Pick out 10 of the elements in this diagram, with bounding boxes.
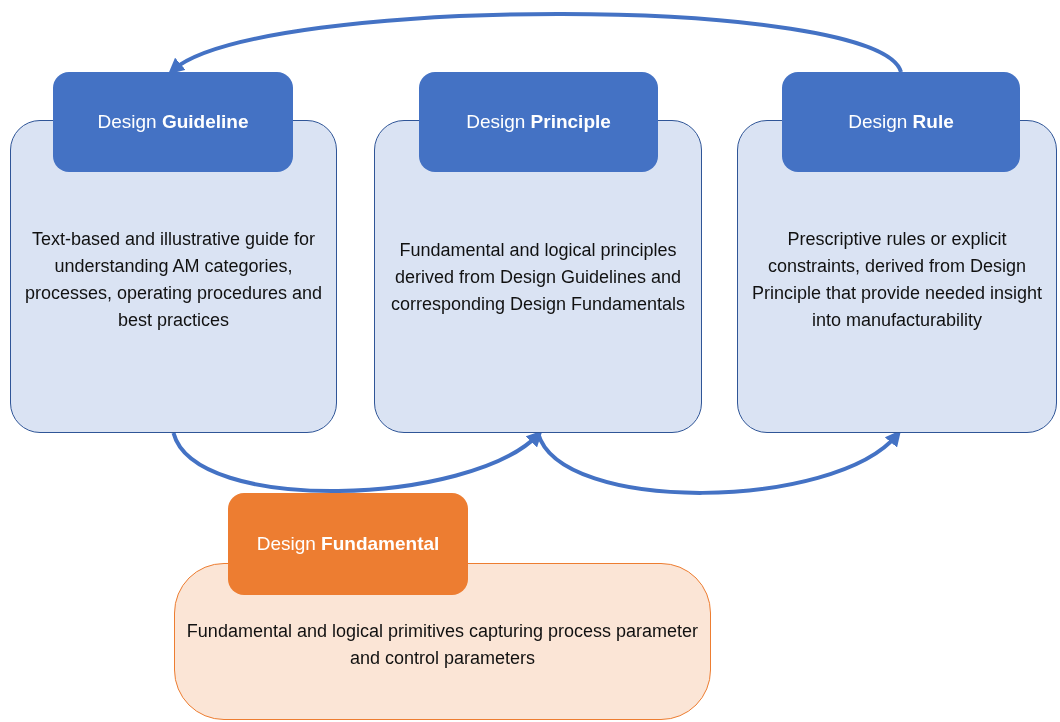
heading-text: Design Principle [466, 111, 611, 133]
heading-text: Design Guideline [97, 111, 249, 133]
curved-arrow [171, 431, 544, 493]
description-text: Fundamental and logical principles derived from Design Guidelines and corresponding Design Fundamentals [389, 238, 687, 316]
curved-arrow [167, 12, 903, 74]
heading-text: Design Fundamental [256, 533, 440, 555]
description-text: Fundamental and logical primitives capturing process parameter and control parameters [185, 620, 700, 670]
heading-text: Design Rule [848, 111, 954, 133]
description-text: Prescriptive rules or explicit constraints, derived from Design Principle that provide needed insight into manufacturability [750, 228, 1044, 332]
description-text: Text-based and illustrative guide for understanding AM categories, processes, operating procedures and best practices [23, 228, 324, 332]
